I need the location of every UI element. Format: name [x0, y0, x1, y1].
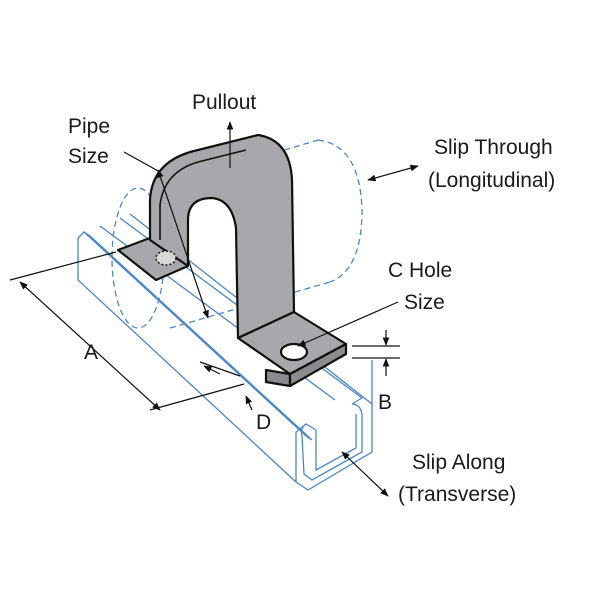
longitudinal-label: (Longitudinal) [428, 169, 556, 192]
dimension-d-label: D [256, 411, 272, 434]
transverse-label: (Transverse) [398, 483, 517, 506]
dimension-a-label: A [84, 341, 99, 364]
pipe-label: Pipe [68, 115, 111, 138]
slip-through-label: Slip Through [434, 136, 553, 159]
pipe-size-label: Size [68, 145, 109, 168]
slip-along-label: Slip Along [412, 451, 506, 474]
pullout-label: Pullout [192, 91, 257, 114]
c-hole-label: C Hole [388, 259, 453, 282]
dimension-lines [9, 121, 419, 497]
dimension-b-label: B [378, 391, 393, 414]
c-hole-size-label: Size [404, 291, 445, 314]
